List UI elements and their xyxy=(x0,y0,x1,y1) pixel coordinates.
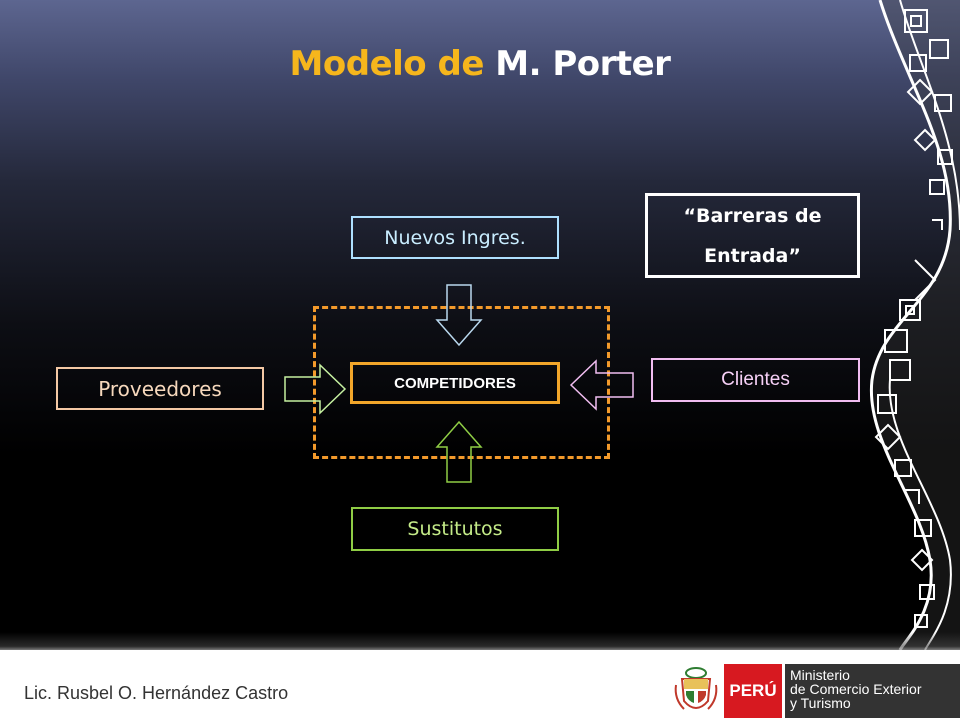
ministry-line-3: y Turismo xyxy=(790,695,851,711)
entry-barriers-line-1: “Barreras de xyxy=(683,204,822,227)
entry-barriers-box: “Barreras de Entrada” xyxy=(645,193,860,278)
andean-pattern-decoration xyxy=(869,0,960,650)
peru-brand-label: PERÚ xyxy=(729,681,777,700)
ministry-line-1: Ministerio xyxy=(790,667,850,683)
substitutes-box: Sustitutos xyxy=(351,507,559,551)
ministry-brand-block xyxy=(785,664,960,718)
title-part-1: Modelo de xyxy=(289,44,485,84)
new-entrants-box: Nuevos Ingres. xyxy=(351,216,559,259)
peru-brand-logo: PERÚ xyxy=(724,664,782,718)
industry-rivalry-boundary xyxy=(313,306,610,459)
competitors-label: COMPETIDORES xyxy=(394,374,516,392)
customers-label: Clientes xyxy=(721,369,790,390)
up-arrow-icon xyxy=(435,420,483,483)
title-part-2: M. Porter xyxy=(495,44,671,84)
ministry-brand-text: Ministerio de Comercio Exterior y Turism… xyxy=(790,668,922,710)
customers-box: Clientes xyxy=(651,358,860,402)
slide-canvas: Modelo de M. Porter Nuevos Ingres. “Barr… xyxy=(0,0,960,650)
ministry-line-2: de Comercio Exterior xyxy=(790,681,922,697)
author-name: Lic. Rusbel O. Hernández Castro xyxy=(24,683,289,703)
suppliers-label: Proveedores xyxy=(98,376,222,401)
suppliers-box: Proveedores xyxy=(56,367,264,410)
peru-coat-of-arms-icon xyxy=(674,667,718,710)
competitors-box: COMPETIDORES xyxy=(350,362,560,404)
new-entrants-label: Nuevos Ingres. xyxy=(384,226,526,249)
left-arrow-icon xyxy=(569,359,634,411)
entry-barriers-line-2: Entrada” xyxy=(704,244,801,267)
down-arrow-icon xyxy=(435,284,483,347)
right-arrow-icon xyxy=(284,363,347,415)
slide-title: Modelo de M. Porter xyxy=(0,44,960,84)
substitutes-label: Sustitutos xyxy=(407,518,503,540)
